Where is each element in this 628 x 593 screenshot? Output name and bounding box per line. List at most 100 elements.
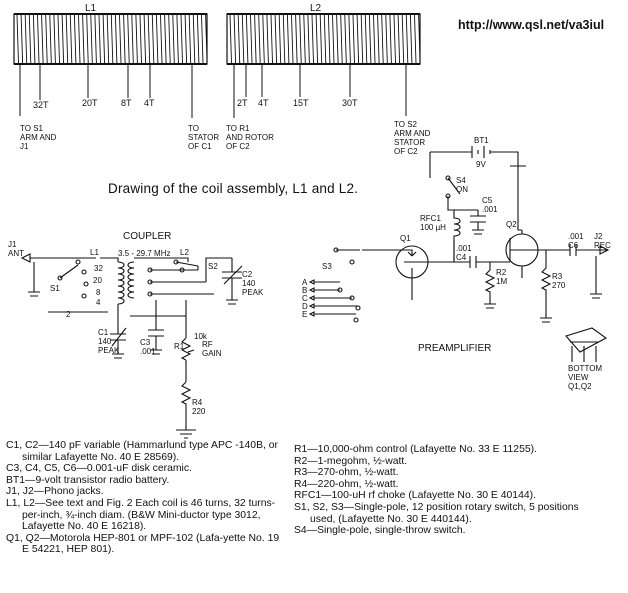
tap-num: 20 — [93, 276, 102, 285]
parts-item: L1, L2—See text and Fig. 2 Each coil is … — [6, 497, 276, 533]
coil-turn — [385, 14, 388, 64]
coil-turn — [340, 14, 343, 64]
parts-item: S1, S2, S3—Single-pole, 12 position rota… — [294, 501, 579, 525]
coil-turn — [319, 14, 323, 64]
coil-turn — [348, 14, 351, 64]
tap-label: 4T — [258, 98, 269, 108]
note-to-stator-c1: TO STATOR OF C1 — [188, 124, 220, 151]
c2-label: C2 140 PEAK — [242, 270, 264, 297]
coil-turn — [151, 14, 155, 64]
coil-turn — [201, 14, 204, 64]
coil-turn — [360, 14, 364, 64]
bottom-view-label: BOTTOM VIEW Q1,Q2 — [568, 364, 603, 391]
coil-turn — [323, 14, 327, 64]
note-to-s1: TO S1 ARM AND J1 — [20, 124, 57, 151]
parts-item: R4—220-ohm, ½-watt. — [294, 478, 399, 490]
coil-turn — [53, 14, 56, 64]
coil-turn — [86, 14, 89, 64]
coil-turn — [176, 14, 179, 64]
parts-list-left: C1, C2—140 pF variable (Hammarlund type … — [6, 440, 284, 556]
coil-turn — [205, 14, 208, 64]
s1-label: S1 — [50, 284, 60, 293]
coil-turn — [20, 14, 24, 64]
c1-label: C1 140 PEAK — [98, 328, 120, 355]
coil-turn — [401, 14, 405, 64]
coil-turn — [254, 14, 257, 64]
coil-turn — [282, 14, 286, 64]
coil-turn — [266, 14, 269, 64]
j2-label: J2 REC — [594, 232, 611, 250]
coil-turn — [229, 14, 232, 64]
rfc1-label: RFC1 100 µH — [420, 214, 446, 232]
coil-l2 — [226, 13, 421, 65]
preamp-circuit — [308, 146, 610, 362]
coil-turn — [16, 14, 19, 64]
s2-label: S2 — [208, 262, 218, 271]
l1-label: L1 — [90, 248, 99, 257]
coil-turn — [377, 14, 380, 64]
coil-turn — [327, 14, 331, 64]
coil-turn — [24, 14, 28, 64]
coil-turn — [37, 14, 40, 64]
bt1-voltage: 9V — [476, 160, 486, 169]
parts-item: Q1, Q2—Motorola HEP-801 or MPF-102 (Lafa… — [6, 532, 280, 556]
coil-turn — [78, 14, 81, 64]
figure-caption: Drawing of the coil assembly, L1 and L2. — [108, 181, 359, 196]
coil-turn — [356, 14, 360, 64]
coil-turn — [139, 14, 142, 64]
coil-turn — [364, 14, 368, 64]
coil-turn — [98, 14, 101, 64]
coil-turn — [332, 14, 335, 64]
coil-turn — [405, 14, 409, 64]
coupler-title: COUPLER — [123, 231, 172, 242]
coil-turn — [106, 14, 110, 64]
coil-turn — [135, 14, 138, 64]
coil-turn — [315, 14, 319, 64]
coupler-circuit — [20, 253, 243, 439]
coil-turn — [184, 14, 188, 64]
parts-item: BT1—9-volt transistor radio battery. — [6, 474, 170, 486]
coil-turn — [241, 14, 245, 64]
coil-turn — [196, 14, 200, 64]
j1-label: J1 ANT — [8, 240, 24, 258]
coil-turn — [143, 14, 147, 64]
coil-turn — [110, 14, 114, 64]
coil-l1 — [13, 13, 208, 65]
coil-turn — [414, 14, 417, 64]
coil-turn — [69, 14, 73, 64]
s3-pos: D — [302, 302, 308, 311]
coil-turn — [155, 14, 159, 64]
coil-turn — [336, 14, 339, 64]
coil-turn — [311, 14, 314, 64]
q1-label: Q1 — [400, 234, 411, 243]
parts-item: J1, J2—Phono jacks. — [6, 486, 104, 498]
coil-turn — [114, 14, 118, 64]
coil-l1-label: L1 — [85, 3, 97, 14]
tap-num: 32 — [94, 264, 103, 273]
parts-item: R3—270-ohm, ½-watt. — [294, 467, 399, 479]
coil-turn — [172, 14, 175, 64]
note-to-s2: TO S2 ARM AND STATOR OF C2 — [394, 120, 431, 156]
coil-turn — [28, 14, 32, 64]
coil-turn — [131, 14, 134, 64]
parts-item: RFC1—100-uH rf choke (Lafayette No. 30 E… — [294, 490, 536, 502]
tap-label: 8T — [121, 98, 132, 108]
c6-label: .001 C6 — [568, 232, 584, 250]
coupler-freq: 3.5 - 29.7 MHz — [118, 249, 171, 258]
coil-turn — [258, 14, 261, 64]
coil-turn — [127, 14, 130, 64]
coil-tap-leads — [19, 64, 407, 118]
coil-turn — [94, 14, 97, 64]
parts-item: R2—1-megohm, ½-watt. — [294, 455, 408, 467]
c4-label: .001 C4 — [456, 244, 472, 262]
coil-turn — [233, 14, 237, 64]
coil-turn — [57, 14, 60, 64]
coil-turn — [102, 14, 106, 64]
coil-turn — [291, 14, 294, 64]
coil-turn — [418, 14, 421, 64]
coil-turn — [147, 14, 151, 64]
tap-label: 2T — [237, 98, 248, 108]
coil-turn — [188, 14, 192, 64]
parts-item: S4—Single-pole, single-throw switch. — [294, 525, 466, 537]
